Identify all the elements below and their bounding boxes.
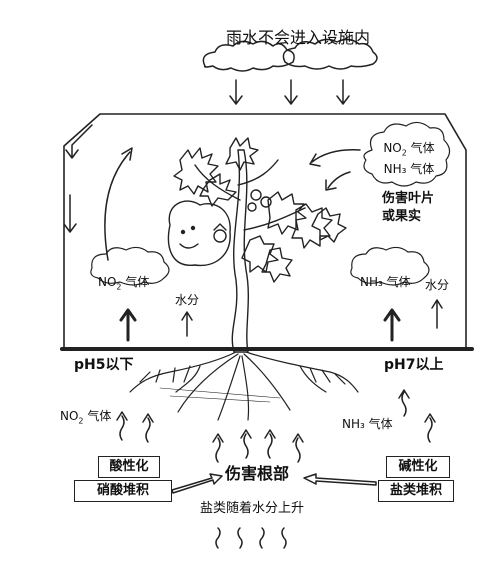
damage-root-label: 伤害根部 [225,464,290,483]
root-system [129,351,359,421]
right-gas-below-label: NH₃ 气体 [342,417,393,431]
title: 雨水不会进入设施内 [226,28,371,47]
greenhouse-outline [63,113,467,349]
circulation-arrows [104,147,361,261]
left-water-label: 水分 [175,293,200,307]
interior-gas-clouds [90,246,430,286]
right-gas-cloud-label: NH₃ 气体 [360,275,411,289]
left-gas-below-label: NO2 气体 [60,409,112,426]
outer-air-arrows [63,124,93,233]
bottom-squiggles [215,527,287,549]
alkalization-box: 碱性化 [386,456,450,478]
top-right-gas-label: NO2 气体 NH₃ 气体 [374,140,444,178]
interior-up-arrows [119,299,443,342]
title-cloud [202,38,378,72]
acidification-box: 酸性化 [98,456,160,478]
below-ground-wavy-arrows [116,389,436,463]
ph-right-label: pH7以上 [384,357,444,373]
salt-accumulation-box: 盐类堆积 [378,480,454,502]
no2-gas-line: NO2 气体 [383,141,435,158]
left-gas-cloud-label: NO2 气体 [98,275,150,292]
arrow-left-to-root [171,473,223,494]
arrow-right-to-root [303,473,377,486]
nitrate-accumulation-box: 硝酸堆积 [74,480,172,502]
damage-leaf-line1: 伤害叶片 [382,191,435,206]
rain-arrows [229,79,350,105]
ph-left-label: pH5以下 [74,357,134,373]
salt-rise-label: 盐类随着水分上升 [200,501,305,516]
nh3-gas-line: NH₃ 气体 [383,162,435,177]
plant-illustration [167,137,347,353]
right-water-label: 水分 [425,278,450,292]
damage-leaf-label: 伤害叶片 或果实 [382,190,434,226]
damage-leaf-line2: 或果实 [382,209,422,224]
top-right-gas-cloud [363,121,451,187]
